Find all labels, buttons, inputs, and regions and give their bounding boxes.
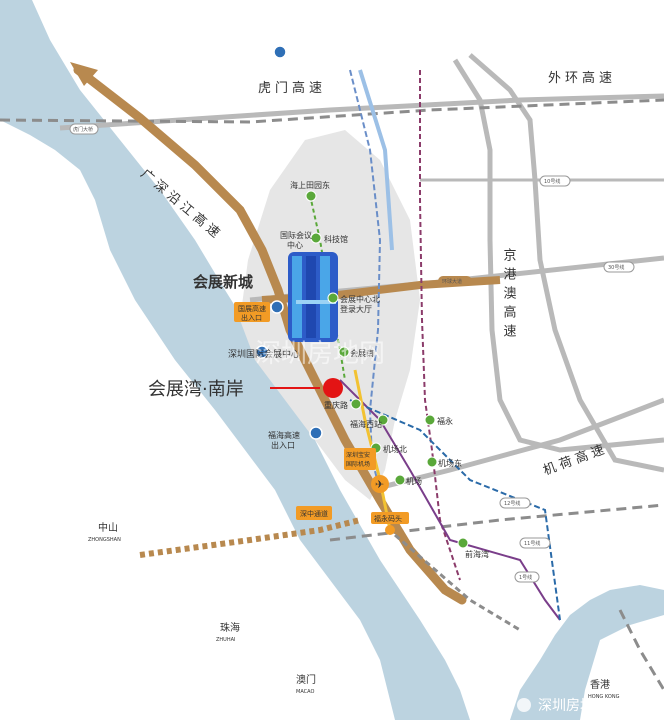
station-label-kejiguan: 科技馆: [324, 234, 348, 244]
terminal-icon: [385, 525, 395, 535]
place-hongkong: 香港: [590, 679, 610, 691]
junction-icon: [255, 345, 269, 359]
junction-icon: [270, 300, 284, 314]
station-label-haishang: 海上田园东: [290, 180, 330, 190]
station-icon[interactable]: [350, 398, 362, 410]
place-zhuhai-en: ZHUHAI: [216, 637, 236, 643]
station-label-qianhai: 前海湾: [465, 549, 489, 559]
svg-text:✈: ✈: [375, 478, 384, 491]
tag-shenzhong: 深中通道: [296, 506, 332, 520]
station-icon[interactable]: [338, 346, 350, 358]
watermark-center: 深圳房地网: [255, 339, 385, 369]
station-label-hzbei-2: 登录大厅: [340, 304, 372, 314]
station-icon[interactable]: [310, 232, 322, 244]
convention-center: [288, 252, 338, 342]
junction-icon: [273, 45, 287, 59]
link-lower: [394, 533, 521, 632]
station-label-hznan: 会展南: [350, 348, 374, 358]
station-label-guoji-1: 国际会议: [280, 230, 312, 240]
place-hongkong-en: HONG KONG: [588, 694, 620, 700]
small-line12: 12号线: [504, 500, 520, 507]
small-line1: 1号线: [519, 574, 532, 581]
station-label-guoji-2: 中心: [287, 240, 303, 250]
small-humen-bridge: 虎门大桥: [73, 126, 93, 133]
weibo-icon: [517, 698, 531, 712]
airport-icon: [371, 475, 389, 493]
place-zhuhai: 珠海: [220, 621, 240, 634]
station-icon[interactable]: [426, 456, 438, 468]
small-line11: 11号线: [524, 540, 540, 547]
tag-guozhan: 国展高速 出入口: [234, 302, 270, 322]
station-icon[interactable]: [394, 474, 406, 486]
small-line10: 10号线: [544, 178, 560, 185]
tag-airport-2: 国际机场: [346, 460, 370, 468]
station-icon[interactable]: [377, 414, 389, 426]
station-label-fuhai: 福海西站: [350, 419, 382, 429]
jihe-expressway: [369, 397, 664, 493]
metro-light-blue: [358, 69, 394, 251]
station-label-jcbei: 机场北: [383, 444, 407, 454]
watermark-corner: 深圳房地产招商: [538, 698, 636, 714]
tag-fyterminal-text: 福永码头: [374, 514, 402, 523]
road-label-humen: 虎门高速: [258, 80, 326, 96]
tag-guozhan-1: 国展高速: [238, 304, 266, 313]
metro-line-12: [349, 399, 561, 621]
tag-guozhan-2: 出入口: [241, 313, 262, 322]
station-icon[interactable]: [424, 414, 436, 426]
humen-expressway: [59, 93, 664, 131]
tag-fuhai-2: 出入口: [271, 440, 295, 450]
expressway-arrow-icon: [70, 62, 98, 86]
metro-purple: [419, 70, 461, 581]
station-icon[interactable]: [327, 292, 339, 304]
place-convention-center: 深圳国际会展中心: [228, 348, 300, 360]
highlight-marker[interactable]: [323, 378, 343, 398]
shenzhong-link: [139, 517, 361, 558]
tag-fuhai-1: 福海高速: [268, 430, 300, 440]
place-zhongshan: 中山: [98, 521, 118, 534]
west-land: [0, 120, 395, 720]
tag-fuhai: 福海高速 出入口: [268, 430, 300, 450]
metro-blue: [349, 69, 382, 491]
place-huizhan: 会展新城: [193, 273, 253, 291]
tag-fyterminal: 福永码头: [371, 512, 409, 535]
station-label-hzbei-1: 会展中心北: [340, 294, 380, 304]
jinggang-loop-outer: [468, 53, 664, 473]
hk-land: [580, 615, 664, 720]
station-label-jcdong: 机场东: [438, 458, 462, 468]
road-label-jinggang: 京港澳高速: [501, 248, 517, 343]
tag-airport-1: 深圳宝安: [346, 451, 370, 459]
station-label-jichang: 机场: [406, 476, 422, 486]
junction-icon: [309, 426, 323, 440]
small-tags: 虎门大桥 11号线 12号线 1号线 10号线 30号线 环球大道: [69, 123, 635, 583]
place-zhongshan-en: ZHONGSHAN: [88, 537, 121, 543]
jinggang-expressway: [452, 58, 664, 453]
road-label-waihuan: 外环高速: [548, 70, 616, 86]
stations: [305, 190, 469, 549]
station-label-fuyong: 福永: [437, 416, 453, 426]
small-line30: 30号线: [608, 264, 624, 271]
tag-airport: 深圳宝安 国际机场 ✈: [344, 448, 389, 493]
station-icon[interactable]: [457, 537, 469, 549]
place-macao-en: MACAO: [296, 689, 314, 695]
station-icon[interactable]: [305, 190, 317, 202]
tag-shenzhong-text: 深中通道: [300, 509, 328, 518]
small-road-x: 环球大道: [442, 278, 462, 285]
place-macao: 澳门: [296, 673, 316, 686]
highlight-label: 会展湾·南岸: [148, 379, 244, 400]
junctions: [255, 45, 323, 440]
station-label-chongqing: 重庆路: [324, 400, 348, 410]
